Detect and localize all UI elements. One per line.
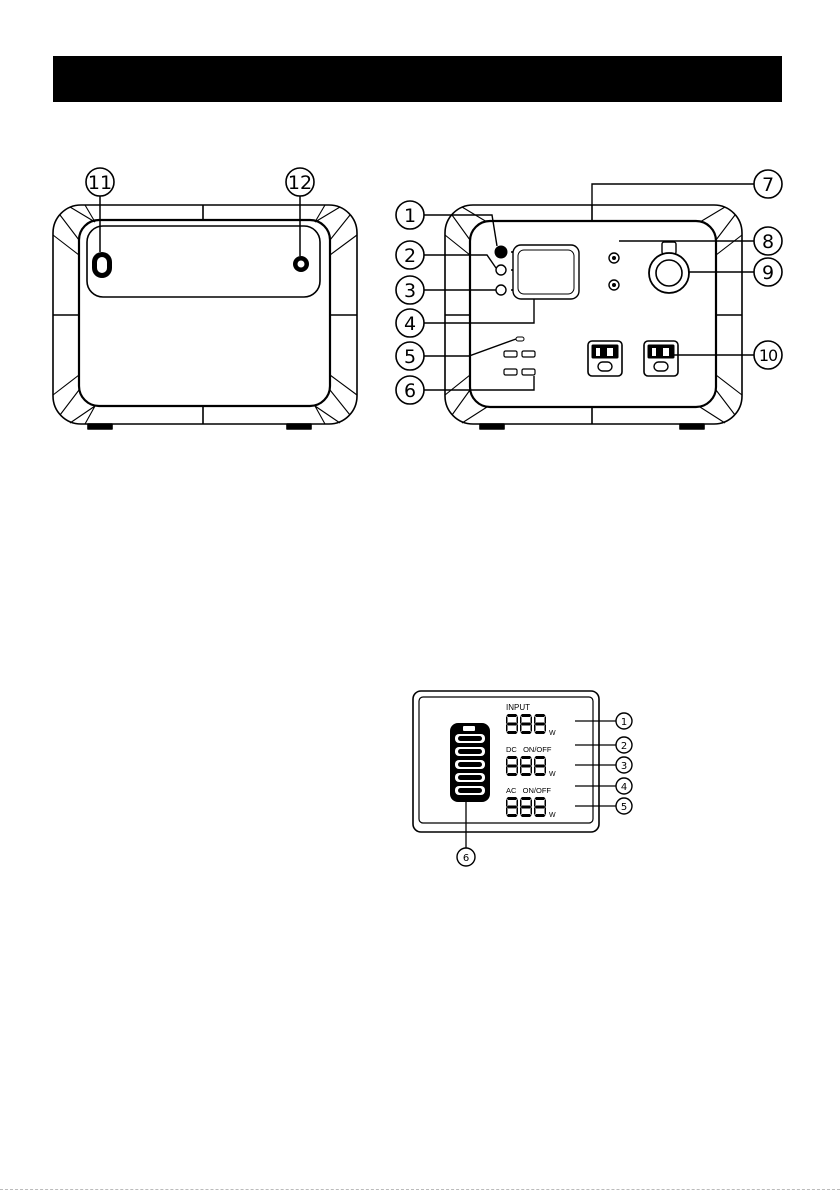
lcd-ac-label: AC ON/OFF xyxy=(506,786,551,795)
back-housing xyxy=(53,205,357,424)
battery-level-icon xyxy=(450,723,490,802)
svg-text:6: 6 xyxy=(404,380,416,402)
svg-text:9: 9 xyxy=(762,262,774,284)
svg-text:10: 10 xyxy=(759,346,778,365)
back-view-diagram: 11 12 xyxy=(40,160,370,440)
handle-slot-icon xyxy=(92,252,112,278)
lcd-callout-5: 5 xyxy=(616,798,632,814)
usb-port-icon xyxy=(504,351,535,375)
callout-11: 11 xyxy=(86,168,114,196)
svg-text:11: 11 xyxy=(88,172,112,194)
svg-text:2: 2 xyxy=(404,245,416,267)
svg-text:3: 3 xyxy=(404,280,416,302)
lcd-dc-label: DC ON/OFF xyxy=(506,745,552,754)
lcd-input-digits xyxy=(506,714,546,734)
callout-5: 5 xyxy=(396,342,424,370)
lcd-unit: W xyxy=(549,771,556,778)
lcd-callout-3: 3 xyxy=(616,757,632,773)
callout-3: 3 xyxy=(396,276,424,304)
callout-7: 7 xyxy=(754,170,782,198)
round-port-icon xyxy=(293,256,309,272)
svg-text:6: 6 xyxy=(463,853,469,864)
lcd-callout-2: 2 xyxy=(616,737,632,753)
section-header-bar xyxy=(53,56,782,102)
handle-recess xyxy=(87,226,320,297)
callout-9: 9 xyxy=(754,258,782,286)
svg-text:4: 4 xyxy=(621,782,627,793)
dc-port-icon xyxy=(609,253,619,290)
lcd-unit: W xyxy=(549,730,556,737)
page-bottom-rule xyxy=(0,1189,840,1190)
svg-text:5: 5 xyxy=(621,802,627,813)
svg-text:8: 8 xyxy=(762,231,774,253)
callout-10: 10 xyxy=(754,341,782,369)
lcd-panel-diagram: INPUT DC ON/OFF AC ON/OFF W W W 1 2 xyxy=(405,685,650,875)
callout-4: 4 xyxy=(396,309,424,337)
svg-text:5: 5 xyxy=(404,346,416,368)
callout-2: 2 xyxy=(396,241,424,269)
lcd-screen-icon xyxy=(513,245,579,299)
lcd-callout-1: 1 xyxy=(616,713,632,729)
callout-1: 1 xyxy=(396,201,424,229)
indicator-light-icon xyxy=(516,337,524,341)
lcd-input-label: INPUT xyxy=(506,703,530,712)
svg-text:12: 12 xyxy=(288,172,312,194)
callout-8: 8 xyxy=(754,227,782,255)
svg-text:1: 1 xyxy=(404,205,416,227)
power-button-icon xyxy=(495,246,508,259)
car-socket-icon xyxy=(649,242,689,293)
svg-text:3: 3 xyxy=(621,761,627,772)
round-button-icon xyxy=(496,285,506,295)
svg-text:4: 4 xyxy=(404,313,416,335)
ac-outlet-icon xyxy=(644,341,678,376)
lcd-unit: W xyxy=(549,812,556,819)
svg-text:7: 7 xyxy=(762,174,774,196)
lcd-ac-digits xyxy=(506,797,546,817)
front-view-diagram: 1 2 3 4 5 6 7 8 9 10 xyxy=(385,160,795,440)
svg-text:1: 1 xyxy=(621,717,627,728)
lcd-dc-digits xyxy=(506,756,546,776)
front-housing xyxy=(445,205,742,424)
front-panel xyxy=(470,221,716,407)
svg-text:2: 2 xyxy=(621,741,627,752)
lcd-callout-6: 6 xyxy=(457,848,475,866)
back-panel xyxy=(79,220,330,406)
callout-12: 12 xyxy=(286,168,314,196)
callout-6: 6 xyxy=(396,376,424,404)
ac-outlet-icon xyxy=(588,341,622,376)
lcd-callout-4: 4 xyxy=(616,778,632,794)
round-button-icon xyxy=(496,265,506,275)
